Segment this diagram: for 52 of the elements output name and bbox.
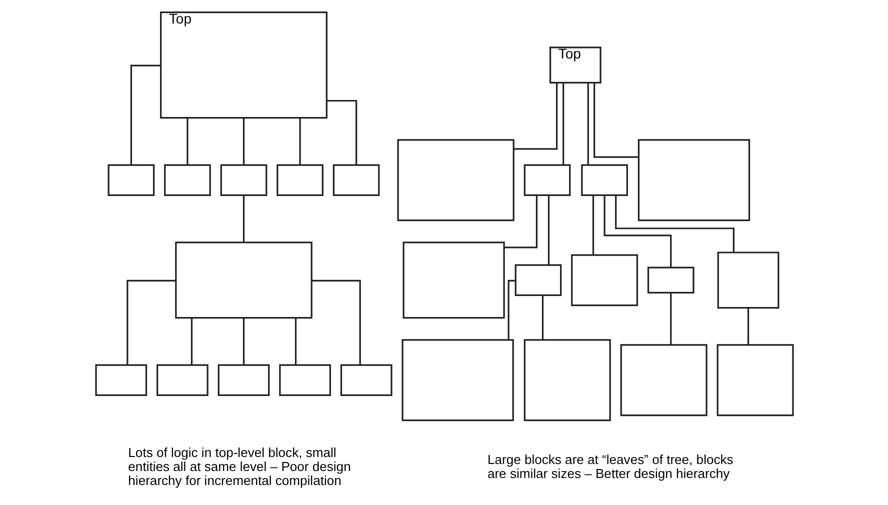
node-box (174, 242, 312, 319)
node-box (637, 139, 750, 222)
node-box (716, 252, 779, 309)
connector (242, 195, 244, 242)
node-box (580, 164, 628, 196)
connector (186, 118, 188, 165)
node-box (523, 339, 610, 422)
node-box (646, 266, 694, 294)
node-box (94, 364, 147, 396)
node-box (396, 139, 514, 222)
connector (603, 195, 672, 268)
node-box (401, 339, 514, 422)
connector (670, 292, 672, 345)
connector (562, 83, 564, 165)
node-box: Top (160, 12, 327, 119)
connector (242, 118, 244, 165)
connector (507, 280, 515, 340)
node-box (278, 364, 330, 396)
connector (547, 195, 550, 265)
node-box (716, 344, 794, 416)
node-box (220, 164, 267, 196)
connector (541, 295, 544, 340)
connector (298, 118, 300, 165)
connector (586, 83, 588, 165)
label: Lots of logic in top-level block, small entities all at same level – Poor design hierarchy for incremental compilation (128, 444, 350, 488)
node-box: Top (548, 46, 601, 84)
connector (614, 195, 734, 252)
node-box (402, 242, 504, 319)
connector (126, 280, 176, 366)
node-box (156, 364, 208, 396)
connector (294, 318, 296, 365)
node-box (620, 344, 707, 416)
node-box (514, 264, 562, 296)
node-box (332, 164, 380, 196)
node-box (107, 164, 154, 196)
connector (130, 64, 160, 165)
label: Large blocks are at “leaves” of tree, blocks are similar sizes – Better design hierarchy (486, 452, 733, 482)
connector (592, 195, 594, 255)
connector (242, 318, 244, 365)
connector (504, 195, 538, 248)
connector (513, 82, 558, 150)
connector (311, 280, 360, 366)
node-box (340, 364, 392, 396)
connector (746, 308, 749, 345)
connector (593, 82, 638, 158)
node-box (276, 164, 323, 196)
connector (326, 100, 357, 165)
node-box (217, 364, 270, 396)
connector (190, 318, 192, 365)
node-box (570, 254, 638, 306)
node-box (164, 164, 210, 196)
node-box (523, 164, 570, 196)
